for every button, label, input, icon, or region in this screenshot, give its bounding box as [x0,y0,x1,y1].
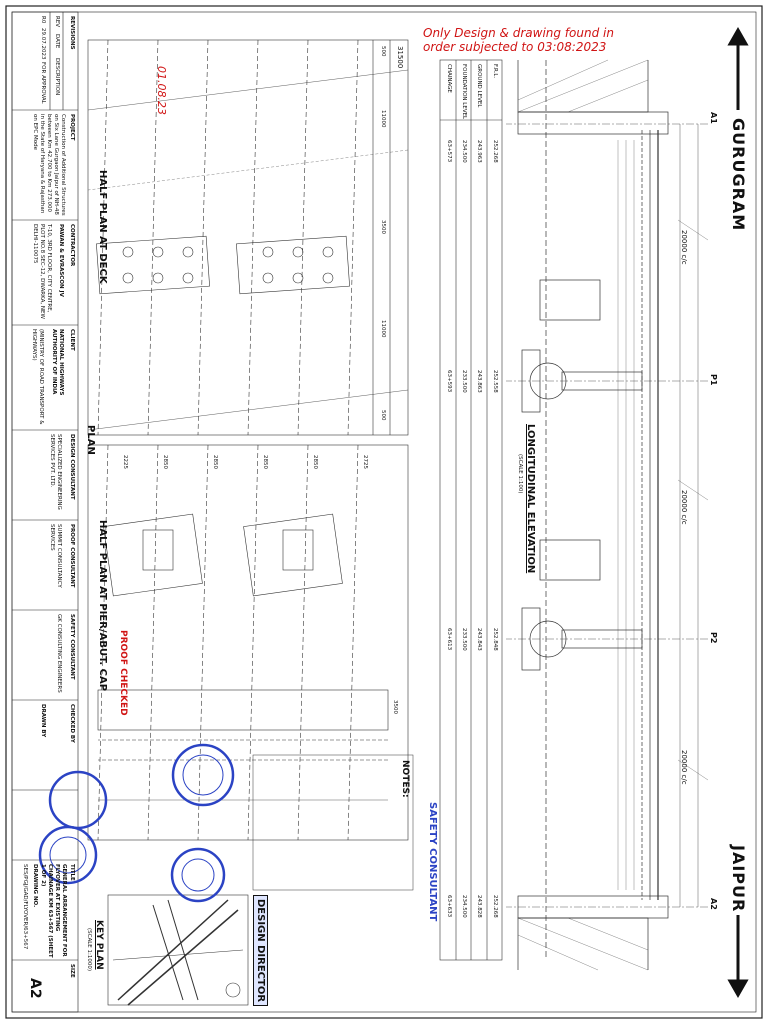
size-label: SIZE [69,964,75,978]
rev-cell: FOR APPROVAL [40,62,46,104]
deck-total-dim: 31500 [396,46,404,69]
project-text: Construction of Additional Structures on… [32,114,66,216]
gauge-row-fl: FOUNDATION LEVEL [461,64,467,120]
span-dim-1: 20000 c/c [680,230,688,265]
contractor-label: CONTRACTOR [69,224,75,267]
cap-dim: 2850 [212,455,218,469]
half-plan-deck-title: HALF PLAN AT DECK [97,170,108,284]
deck-edge-right: 500 [380,410,386,421]
half-plan-pier-title: HALF PLAN AT PIER/ABUT. CAP [97,520,108,692]
gauge-cell: 234.500 [461,140,467,163]
checked-label: CHECKED BY [69,704,75,743]
half-plan-deck [87,39,409,436]
support-a2-label: A2 [709,898,718,910]
client-label: CLIENT [69,329,75,351]
deck-cw-lhs: 11000 [380,110,386,128]
cap-dim: 2850 [312,455,318,469]
contractor-address: T-10, 3RD FLOOR, CITY CENTRE, PLOT NO.8 … [32,224,52,319]
notes-title: NOTES: [400,760,410,798]
gauge-cell: 243.828 [476,895,482,918]
gauge-row-gl: GROUND LEVEL [476,64,482,108]
cap-dim: 2850 [262,455,268,469]
direction-gurugram: GURUGRAM [729,118,748,232]
gauge-cell: 252.268 [492,895,498,918]
direction-arrows [727,26,749,999]
safety-consultant-block-label: SAFETY CONSULTANT [69,614,75,680]
handwritten-date: 01.08.23 [155,66,168,115]
span-dim-3: 20000 c/c [680,750,688,785]
gauge-cell: 63+593 [446,370,452,393]
rev-header: REV [54,16,60,28]
rev-cell: R0 [40,16,46,24]
cap-dim: 2725 [362,455,368,469]
deck-cw-rhs: 11000 [380,320,386,338]
design-consultant-label: DESIGN CONSULTANT [69,434,75,500]
drawing-no-label: DRAWING NO. [32,864,38,908]
gauge-cell: 243.863 [476,370,482,393]
gauge-cell: 233.500 [461,628,467,651]
safety-consultant-text: GK CONSULTING ENGINEERS [56,614,62,693]
gauge-cell: 243.963 [476,140,482,163]
proof-checked-stamp: PROOF CHECKED [118,630,128,716]
key-plan-title: KEY PLAN [94,920,104,970]
deck-median: 3500 [380,220,386,234]
half-plan-pier [87,444,409,841]
title-block-lines [11,11,79,1013]
gauge-cell: 63+633 [446,895,452,918]
sheet-size: A2 [27,978,43,999]
cap-dim: 2225 [122,455,128,469]
stamps [38,743,235,903]
client-sub: (MINISTRY OF ROAD TRANSPORT & HIGHWAYS) [31,329,44,425]
design-director-label: DESIGN DIRECTOR [253,895,268,1007]
gauge-table-lines [439,59,503,961]
drawn-label: DRAWN BY [40,704,46,738]
notes-box-lines [252,754,414,891]
handwritten-note: Only Design & drawing found in order sub… [423,26,614,54]
drawing-no: SES/PGJ/GAD/FLYOVER/63+567 [22,864,28,950]
plan-title: PLAN [85,425,96,455]
key-plan [107,894,249,1006]
key-plan-scale: (SCALE 1:1000) [86,928,92,972]
gauge-row-ch: CHAINAGE [446,64,452,93]
gauge-cell: 252.848 [492,628,498,651]
revisions-label: REVISIONS [69,16,75,50]
span-dim-2: 20000 c/c [680,490,688,525]
support-p1-label: P1 [709,374,718,386]
proof-consultant-text: SUMMIT CONSULTANCY SERVICES [49,524,62,588]
gauge-cell: 252.268 [492,140,498,163]
cap-dim: 2850 [162,455,168,469]
title-label: TITLE [69,864,75,881]
support-a1-label: A1 [709,112,718,124]
contractor-text: PAWAN & EVRASCON JV [58,224,64,297]
rev-header: DESCRIPTION [54,58,60,96]
title-text: GENERAL ARRANGEMENT FOR FLYOVER AT EXIST… [40,864,67,958]
project-label: PROJECT [69,114,75,141]
rev-cell: 29.07.2023 [40,28,46,60]
design-consultant-text: SPECIALIZED ENGINEERING SERVICES PVT. LT… [49,434,62,510]
elevation-view [506,59,709,971]
direction-jaipur: JAIPUR [729,845,748,913]
safety-consultant-label: SAFETY CONSULTANT [427,802,438,922]
elevation-title: LONGITUDINAL ELEVATION [525,424,536,574]
gauge-row-frl: F.R.L. [492,64,498,79]
client-text: NATIONAL HIGHWAYS AUTHORITY OF INDIA [51,329,64,396]
gauge-cell: 234.500 [461,895,467,918]
proof-consultant-label: PROOF CONSULTANT [69,524,75,588]
rev-header: DATE [54,34,60,49]
gauge-cell: 63+573 [446,140,452,163]
elevation-scale: (SCALE 1:100) [517,454,523,494]
gauge-cell: 63+613 [446,628,452,651]
cap-dim: 3500 [392,700,398,714]
gauge-cell: 233.500 [461,370,467,393]
support-p2-label: P2 [709,632,718,644]
gauge-cell: 243.843 [476,628,482,651]
gauge-cell: 252.558 [492,370,498,393]
deck-edge-left: 500 [380,46,386,57]
